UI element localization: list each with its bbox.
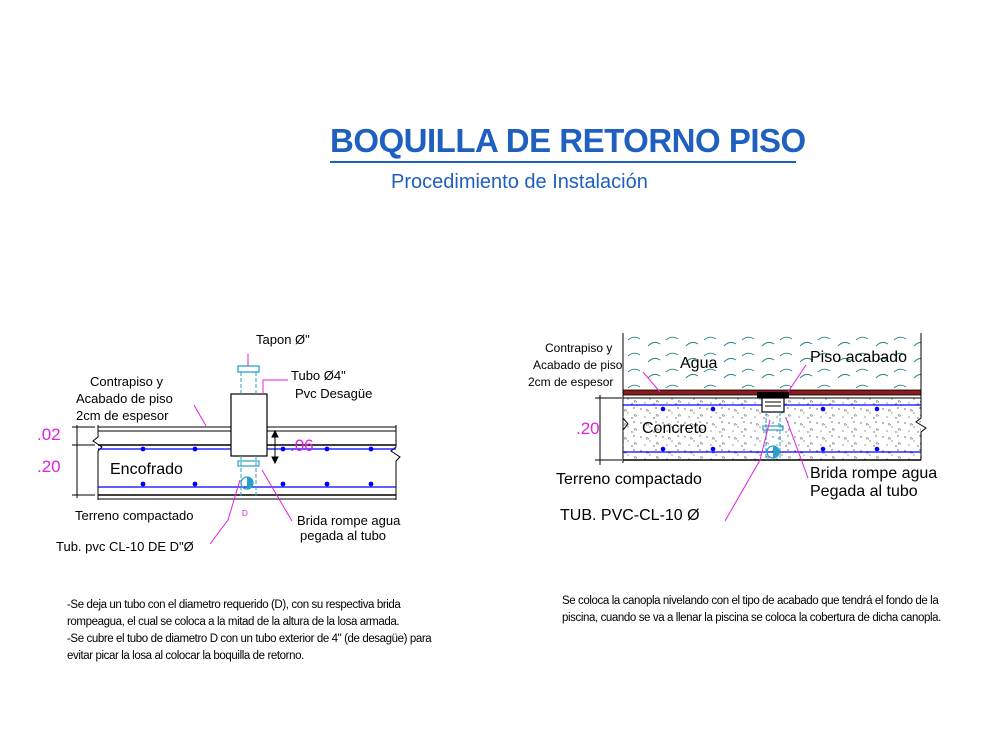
left-d-mark: D: [242, 509, 248, 518]
left-brida-label-2: pegada al tubo: [300, 528, 386, 543]
left-dim-chain: [72, 425, 95, 498]
left-rebar-dots: [140, 446, 374, 487]
page-title: BOQUILLA DE RETORNO PISO: [330, 122, 806, 159]
right-water-hatch: [623, 333, 921, 390]
left-note-2: -Se cubre el tubo de diametro D con un t…: [67, 633, 432, 662]
right-contrapiso-label-2: Acabado de piso: [533, 358, 623, 372]
right-contrapiso-label-3: 2cm de espesor: [528, 375, 613, 389]
left-outer-tube: [230, 393, 268, 457]
right-concreto-label: Concreto: [642, 420, 707, 437]
right-dim-chain: [595, 395, 629, 465]
right-break-line: [915, 398, 927, 460]
left-dim-02-label: .02: [37, 425, 61, 444]
right-notes: Se coloca la canopla nivelando con el ti…: [562, 593, 942, 627]
right-terreno-label: Terreno compactado: [556, 471, 702, 488]
left-terreno-label: Terreno compactado: [75, 508, 194, 523]
page-subtitle: Procedimiento de Instalación: [391, 171, 648, 193]
left-notes: -Se deja un tubo con el diametro requeri…: [67, 597, 447, 665]
left-note-1: -Se deja un tubo con el diametro requeri…: [67, 599, 401, 628]
right-tub-pvc-label: TUB. PVC-CL-10 Ø: [560, 507, 700, 524]
left-cap: [237, 365, 260, 373]
right-note-1: Se coloca la canopla nivelando con el ti…: [562, 595, 941, 624]
title-underline: [330, 161, 796, 163]
left-brida-label-1: Brida rompe agua: [297, 513, 401, 528]
left-inner-pipe: [240, 372, 257, 500]
left-leaders: [193, 354, 293, 545]
left-pvc-desague-label: Pvc Desagüe: [295, 386, 372, 401]
right-return-fitting: [757, 392, 789, 413]
right-pipe-outlet-fill: [773, 446, 779, 458]
left-tapon-label: Tapon Ø": [256, 332, 310, 347]
right-dim-20-label: .20: [576, 419, 600, 438]
left-flange: [237, 460, 260, 467]
right-flange: [762, 425, 784, 431]
left-section-detail: D .06 .02 .20 Tapon Ø" Tubo Ø4" Pvc De: [37, 332, 401, 554]
left-contrapiso-label-2: Acabado de piso: [76, 391, 173, 406]
left-contrapiso-label-1: Contrapiso y: [90, 374, 163, 389]
right-piso-acabado-label: Piso acabado: [810, 349, 907, 366]
right-brida-label-2: Pegada al tubo: [810, 483, 918, 500]
right-brida-label-1: Brida rompe agua: [810, 465, 937, 482]
left-contrapiso-label-3: 2cm de espesor: [76, 408, 169, 423]
right-contrapiso-label-1: Contrapiso y: [545, 341, 612, 355]
left-dim-06: [271, 429, 279, 465]
left-dim-20-label: .20: [37, 457, 61, 476]
left-encofrado-label: Encofrado: [110, 461, 183, 478]
left-pipe-outlet-fill: [247, 477, 253, 489]
right-rebar-dots: [660, 406, 880, 452]
left-tubo4-label: Tubo Ø4": [291, 368, 346, 383]
right-leaders: [642, 364, 809, 522]
left-dim-06-label: .06: [290, 436, 314, 455]
left-tub-pvc-label: Tub. pvc CL-10 DE D"Ø: [56, 539, 194, 554]
right-agua-label: Agua: [680, 355, 717, 372]
right-section-detail: .20 Contrapiso y Acabado de piso 2cm de …: [528, 333, 937, 524]
